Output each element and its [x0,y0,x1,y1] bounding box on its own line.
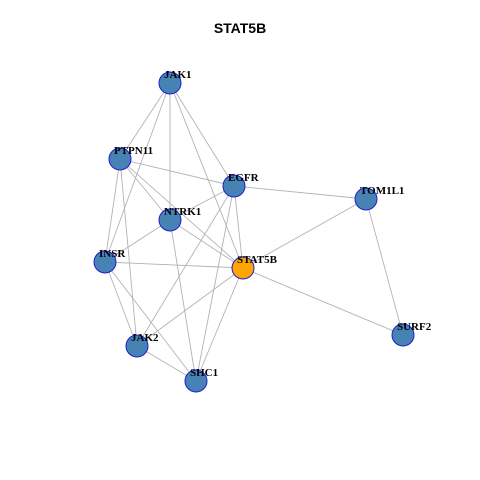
edge-tom1l1-stat5b [242,198,367,269]
edge-egfr-shc1 [195,185,235,382]
edge-insr-jak2 [104,261,138,347]
edge-stat5b-shc1 [195,267,244,382]
node-surf2 [391,323,415,347]
node-ntrk1 [158,208,182,232]
nodes-layer [93,71,415,393]
edge-ptpn11-jak2 [119,158,138,347]
edge-ntrk1-insr [104,219,171,263]
edge-jak1-insr [104,82,171,263]
edge-ptpn11-egfr [119,158,235,187]
node-label-jak1: JAK1 [164,69,192,81]
node-jak1 [158,71,182,95]
node-label-tom1l1: TOM1L1 [360,185,404,197]
node-egfr [222,174,246,198]
node-stat5b [231,256,255,280]
node-shc1 [184,369,208,393]
node-label-stat5b: STAT5B [237,254,278,266]
node-label-jak2: JAK2 [131,332,159,344]
edge-stat5b-jak2 [136,267,244,347]
edge-stat5b-surf2 [242,267,404,336]
edge-ntrk1-stat5b [169,219,244,269]
node-label-egfr: EGFR [228,172,260,184]
node-label-surf2: SURF2 [397,321,432,333]
diagram-title: STAT5B [213,20,267,36]
edges-layer [104,82,404,382]
edge-ptpn11-ntrk1 [119,158,171,221]
edge-egfr-jak2 [136,185,235,347]
edge-jak1-stat5b [169,82,244,269]
node-label-ptpn11: PTPN11 [114,145,153,157]
edge-insr-shc1 [104,261,197,382]
edge-egfr-ntrk1 [169,185,235,221]
node-tom1l1 [354,187,378,211]
edge-ptpn11-insr [104,158,121,263]
edge-egfr-tom1l1 [233,185,367,200]
node-ptpn11 [108,147,132,171]
node-label-shc1: SHC1 [190,367,218,379]
edge-tom1l1-surf2 [365,198,404,336]
edge-ntrk1-shc1 [169,219,197,382]
edge-jak1-egfr [169,82,235,187]
node-insr [93,250,117,274]
edge-jak1-ptpn11 [119,82,171,160]
edge-insr-stat5b [104,261,244,269]
edge-egfr-stat5b [233,185,244,269]
node-jak2 [125,334,149,358]
node-label-ntrk1: NTRK1 [164,206,201,218]
node-label-insr: INSR [99,248,126,260]
